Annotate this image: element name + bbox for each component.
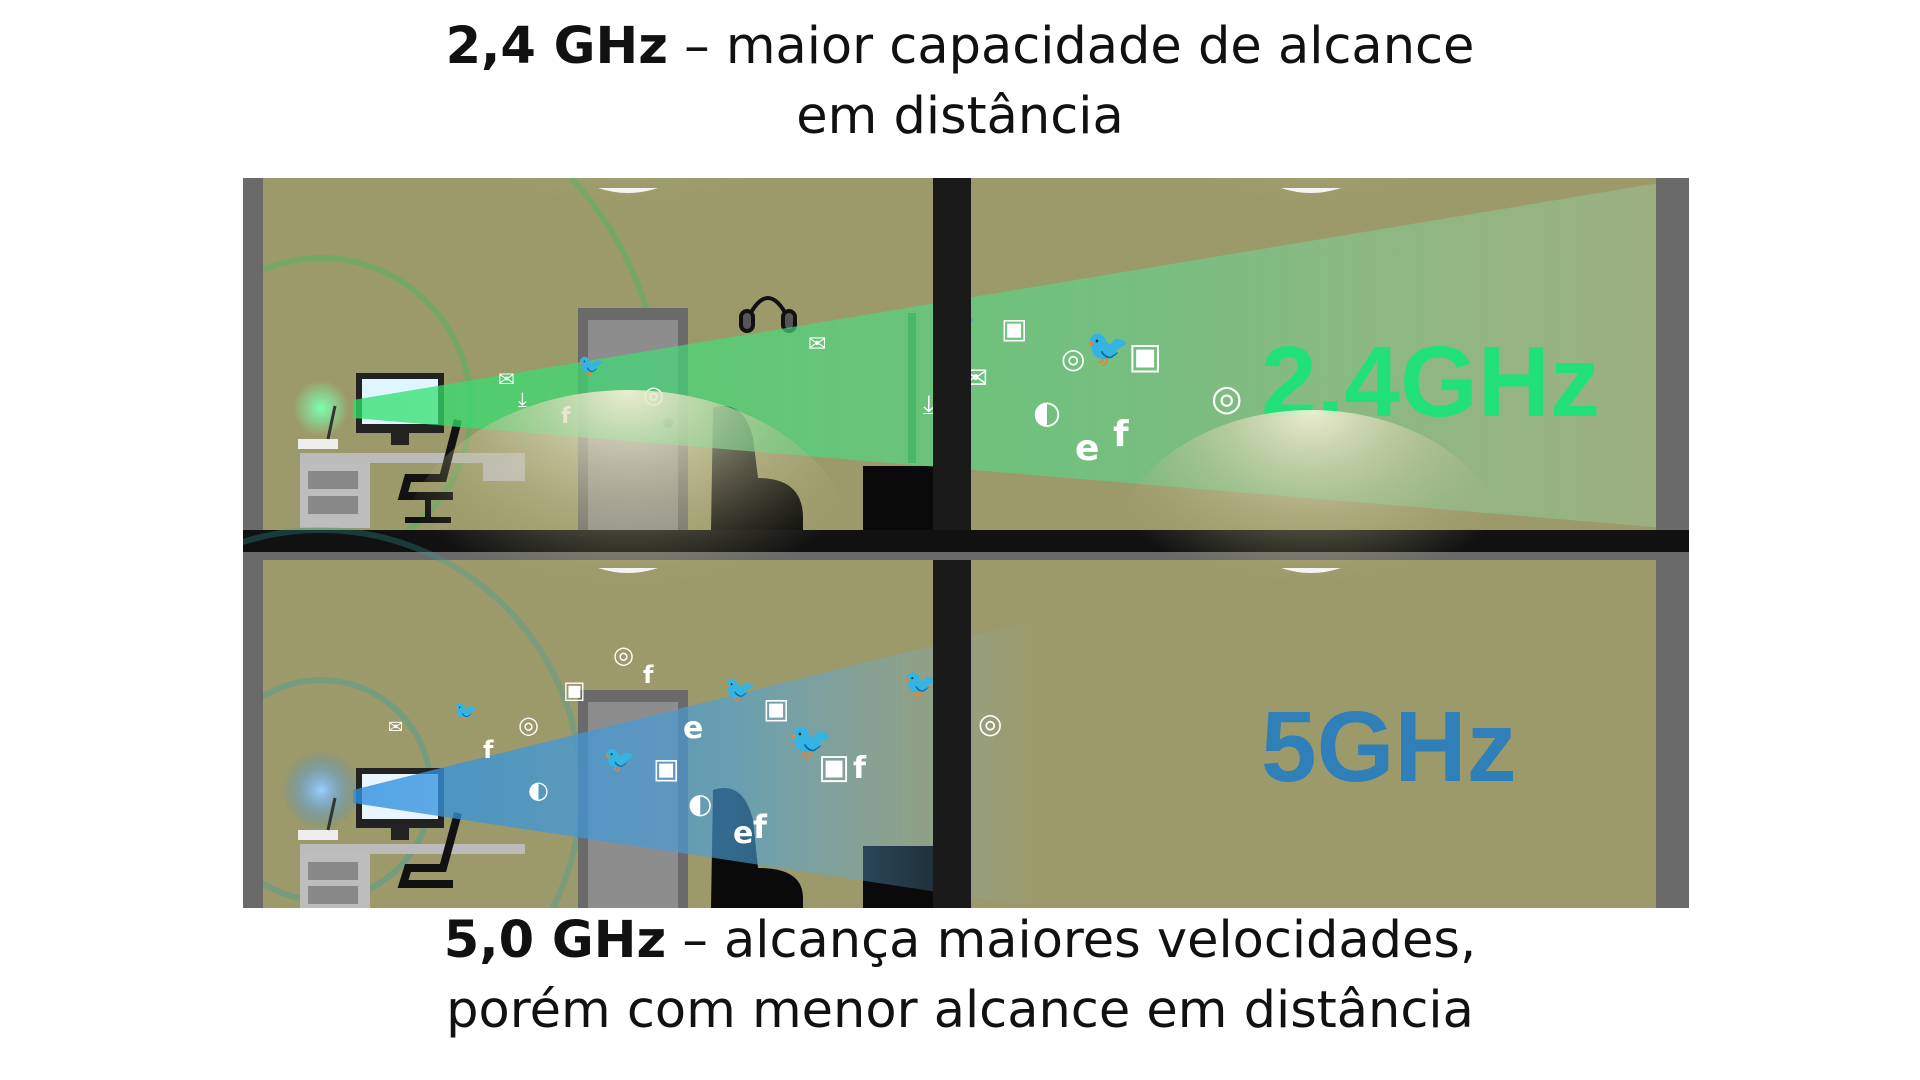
top-caption: 2,4 GHz – maior capacidade de alcance em…: [0, 12, 1920, 152]
twitter-icon: 🐦: [1085, 328, 1130, 369]
upper-lamp-glow-left: [398, 178, 858, 348]
download-icon: ⤓: [518, 387, 527, 411]
upper-lamp-left: [598, 188, 658, 193]
lower-floating-icons: ✉ 🐦 f ◎ ▣ ◐ 🐦 f ▣ e ◎ 🐦 ▣ 🐦 ▣ f ◐ e f 🐦 …: [388, 641, 1002, 851]
bottom-caption-line2: porém com menor alcance em distância: [446, 981, 1474, 1040]
facebook-icon: f: [643, 661, 654, 689]
twitter-icon: 🐦: [903, 667, 938, 700]
lower-lamp-left: [598, 568, 658, 573]
headphones-icon: [739, 296, 797, 333]
mail-icon: ✉: [498, 367, 515, 391]
facebook-icon: f: [483, 736, 494, 764]
chrome-icon: ◎: [1211, 378, 1242, 419]
instagram-icon: ▣: [763, 692, 789, 725]
instagram-icon: ▣: [1001, 312, 1027, 345]
chrome-icon: ◎: [978, 707, 1002, 740]
instagram-icon: ▣: [653, 752, 679, 785]
firefox-icon: ◐: [528, 776, 549, 804]
floor-slab-trim: [243, 552, 1689, 560]
facebook-icon: f: [753, 808, 768, 846]
mail-icon: ✉: [388, 717, 403, 738]
bottom-caption-text: – alcança maiores velocidades,: [666, 911, 1477, 970]
bottom-caption: 5,0 GHz – alcança maiores velocidades, p…: [0, 906, 1920, 1046]
upper-right-pillar: [1656, 178, 1689, 530]
twitter-icon: 🐦: [603, 745, 635, 775]
firefox-icon: ◐: [1033, 393, 1061, 431]
download-icon: ⤓: [923, 390, 935, 420]
twitter-icon: 🐦: [723, 675, 755, 705]
instagram-icon: ▣: [818, 747, 850, 787]
ie-icon: e: [683, 711, 703, 746]
top-caption-band: 2,4 GHz: [445, 17, 668, 76]
band-label-5ghz: 5GHz: [1261, 691, 1517, 803]
top-caption-text: – maior capacidade de alcance: [667, 17, 1475, 76]
lower-lamp-right: [1281, 568, 1341, 573]
lower-lamp-glow-left: [398, 390, 858, 730]
facebook-icon: f: [1113, 414, 1129, 455]
lower-lamp-glow-right: [1111, 410, 1511, 710]
top-caption-line2: em distância: [796, 87, 1124, 146]
upper-left-pillar: [243, 178, 263, 530]
lower-floor: ✉ 🐦 f ◎ ▣ ◐ 🐦 f ▣ e ◎ 🐦 ▣ 🐦 ▣ f ◐ e f 🐦 …: [243, 390, 1689, 908]
mail-icon: ✉: [808, 332, 826, 357]
chrome-icon: ◎: [613, 641, 634, 669]
lower-mid-pillar: [933, 560, 971, 908]
instagram-icon: ▣: [1128, 336, 1162, 377]
chrome-icon: ◎: [518, 711, 539, 739]
instagram-icon: ▣: [563, 676, 586, 704]
twitter-icon: 🐦: [577, 354, 604, 379]
facebook-icon: f: [853, 751, 867, 786]
bottom-caption-band: 5,0 GHz: [443, 911, 667, 970]
lower-left-pillar: [243, 560, 263, 908]
signal-beam-5ghz: [353, 618, 1043, 908]
twitter-icon: 🐦: [453, 699, 478, 723]
building-illustration: ✉ ⤓ f 🐦 ◎ ✉ 🐦 ▣ ◎ 🐦 ▣ ◎ ◐ e f ✉ ⤓ f 2.4G…: [243, 178, 1689, 908]
upper-mid-pillar: [933, 178, 971, 530]
ie-icon: e: [733, 816, 753, 851]
twitter-icon: 🐦: [788, 721, 833, 762]
upper-lamp-right: [1281, 188, 1341, 193]
lower-right-pillar: [1656, 560, 1689, 908]
ie-icon: e: [1075, 428, 1099, 469]
firefox-icon: ◐: [688, 787, 712, 820]
upper-speaker: [863, 466, 933, 530]
chrome-icon: ◎: [1061, 342, 1085, 375]
